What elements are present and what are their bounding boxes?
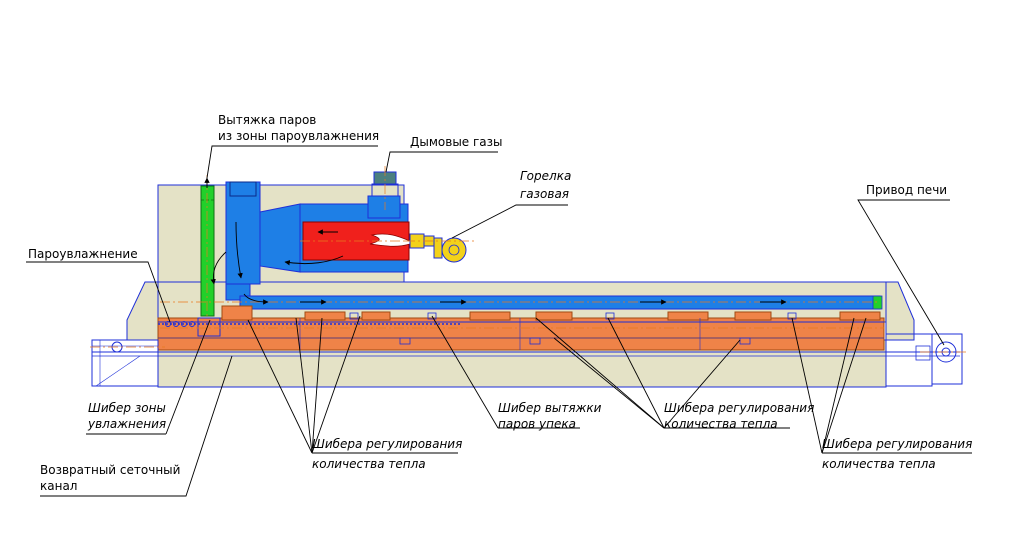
label-burner-2: газовая <box>520 187 569 201</box>
label-heat-dampers-left-1: Шибера регулирования <box>312 437 462 451</box>
label-return-channel-1: Возвратный сеточный <box>40 463 180 477</box>
label-return-channel-2: канал <box>40 479 77 493</box>
label-heat-dampers-right-2: количества тепла <box>822 457 936 471</box>
label-burner-1: Горелка <box>520 169 571 183</box>
conveyor-belt <box>92 321 960 357</box>
label-heat-dampers-left-2: количества тепла <box>312 457 426 471</box>
label-heat-dampers-right-1: Шибера регулирования <box>822 437 972 451</box>
oven-drive <box>885 333 968 387</box>
gas-burner <box>405 233 475 263</box>
flue-gas-duct <box>160 181 883 310</box>
label-oven-drive: Привод печи <box>866 183 947 197</box>
label-bake-vapor-damper-2: паров упека <box>498 417 576 431</box>
label-humid-damper-2: увлажнения <box>87 417 166 431</box>
label-humid-damper-1: Шибер зоны <box>88 401 166 415</box>
label-steam-humidification: Пароувлажнение <box>28 247 138 261</box>
right-end-cap <box>885 281 915 341</box>
label-steam-exhaust-2: из зоны пароувлажнения <box>218 129 379 143</box>
label-heat-dampers-mid-1: Шибера регулирования <box>664 401 814 415</box>
steam-exhaust-pipe <box>200 175 215 330</box>
flame-icon <box>369 233 411 247</box>
burner-fan-icon <box>441 237 467 263</box>
chimney <box>371 166 399 210</box>
leader-lines <box>26 145 972 497</box>
flow-arrows <box>210 221 787 305</box>
label-bake-vapor-damper-1: Шибер вытяжки <box>498 401 602 415</box>
left-frame <box>90 339 165 387</box>
left-end-cap <box>126 281 159 341</box>
label-steam-exhaust-1: Вытяжка паров <box>218 113 316 127</box>
labels: Вытяжка паров из зоны пароувлажнения Дым… <box>28 113 972 493</box>
label-heat-dampers-mid-2: количества тепла <box>664 417 778 431</box>
heat-channel <box>157 305 885 351</box>
label-flue-gases: Дымовые газы <box>410 135 503 149</box>
firebox <box>300 221 412 261</box>
